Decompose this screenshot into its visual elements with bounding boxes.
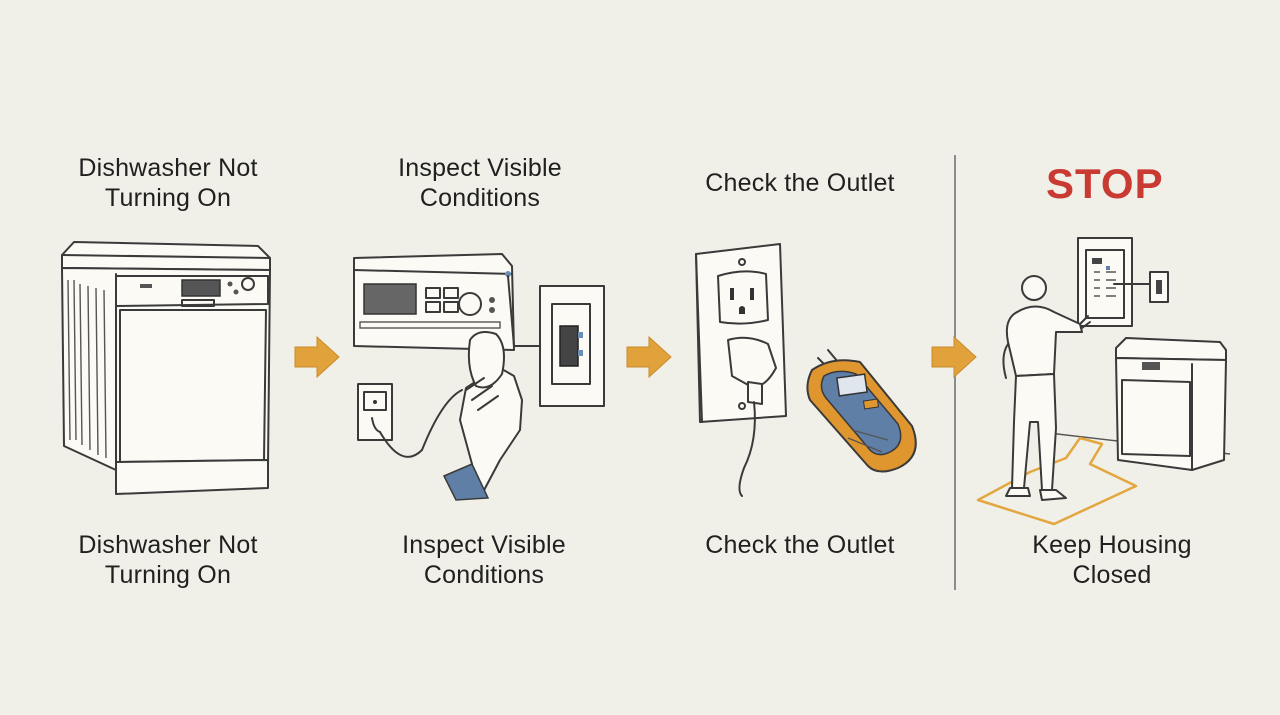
step3-top-label: Check the Outlet	[705, 169, 895, 197]
inspect-hand-icon	[353, 253, 605, 501]
step2-top-label: Inspect Visible Conditions	[398, 154, 562, 212]
step3-bottom-label: Check the Outlet	[705, 531, 895, 559]
step2-bottom-label: Inspect Visible Conditions	[402, 531, 566, 589]
stop-heading: STOP	[1046, 160, 1164, 207]
arrow-icon	[931, 335, 977, 379]
breaker-panel-person-icon	[976, 237, 1231, 526]
step4-bottom-label: Keep Housing Closed	[1032, 531, 1192, 589]
dishwasher-icon	[61, 241, 271, 495]
arrow-icon	[294, 335, 340, 379]
arrow-icon	[626, 335, 672, 379]
step1-top-label: Dishwasher Not Turning On	[78, 154, 258, 212]
outlet-tester-icon	[695, 243, 917, 497]
step1-bottom-label: Dishwasher Not Turning On	[78, 531, 258, 589]
